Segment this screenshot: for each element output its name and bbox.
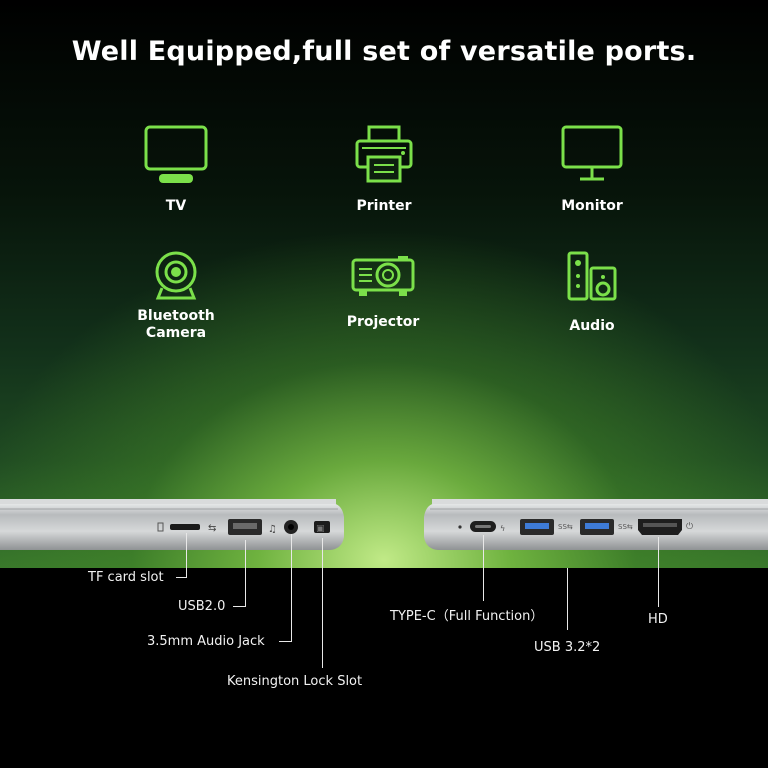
leader-usb2-v (245, 540, 246, 607)
device-printer: Printer (314, 124, 454, 215)
leader-kensington-v (322, 538, 323, 668)
headphone-icon: ♫ (268, 524, 277, 535)
power-icon: ⏻ (686, 521, 693, 532)
speaker-icon (567, 251, 617, 301)
device-camera: Bluetooth Camera (106, 250, 246, 342)
leader-audio-v (291, 534, 292, 642)
label-usb32: USB 3.2*2 (534, 640, 601, 655)
kensington-slot[interactable] (314, 521, 330, 533)
leader-usb2-h (233, 606, 245, 607)
thunder-icon: ϟ (500, 524, 505, 533)
leader-usb32-v (567, 568, 568, 630)
label-tf-card: TF card slot (88, 570, 164, 585)
tf-slot-icon (157, 522, 164, 532)
label-hd: HD (648, 612, 668, 627)
label-type-c: TYPE-C（Full Function） (390, 609, 544, 624)
laptop-right-side: ϟ SS⇆ SS⇆ ⏻ (424, 499, 768, 550)
device-label-tv: TV (165, 198, 187, 214)
label-audio-jack: 3.5mm Audio Jack (147, 634, 265, 649)
device-monitor: Monitor (522, 124, 662, 215)
printer-icon (355, 125, 413, 183)
leader-audio-h (279, 641, 291, 642)
device-audio: Audio (522, 250, 662, 335)
led-indicator (458, 525, 462, 529)
device-projector: Projector (313, 252, 453, 331)
ss-usb-icon: SS⇆ (618, 523, 633, 531)
leader-tf-h (176, 577, 186, 578)
leader-hd-v (658, 537, 659, 607)
banner-title: Well Equipped,full set of versatile port… (71, 36, 697, 67)
usb-symbol-icon: ⇆ (208, 523, 216, 534)
floor-shadow (0, 568, 768, 768)
device-label-camera: Bluetooth Camera (137, 308, 215, 341)
label-usb2: USB2.0 (178, 599, 226, 614)
device-label-audio: Audio (569, 318, 615, 334)
device-label-monitor: Monitor (561, 198, 623, 214)
projector-icon (351, 256, 415, 296)
device-label-printer: Printer (356, 198, 412, 214)
device-label-projector: Projector (346, 314, 420, 330)
tf-card-slot[interactable] (170, 524, 200, 530)
leader-typec-v (483, 535, 484, 601)
device-tv: TV (106, 124, 246, 215)
leader-tf-v (186, 533, 187, 578)
tv-icon (144, 125, 208, 183)
lock-icon: ▣ (316, 524, 325, 534)
laptop-left-side: ⇆ ♫ ▣ (0, 499, 344, 550)
label-kensington: Kensington Lock Slot (227, 674, 363, 689)
ss-usb-icon: SS⇆ (558, 523, 573, 531)
camera-icon (155, 251, 197, 300)
monitor-icon (561, 125, 623, 181)
